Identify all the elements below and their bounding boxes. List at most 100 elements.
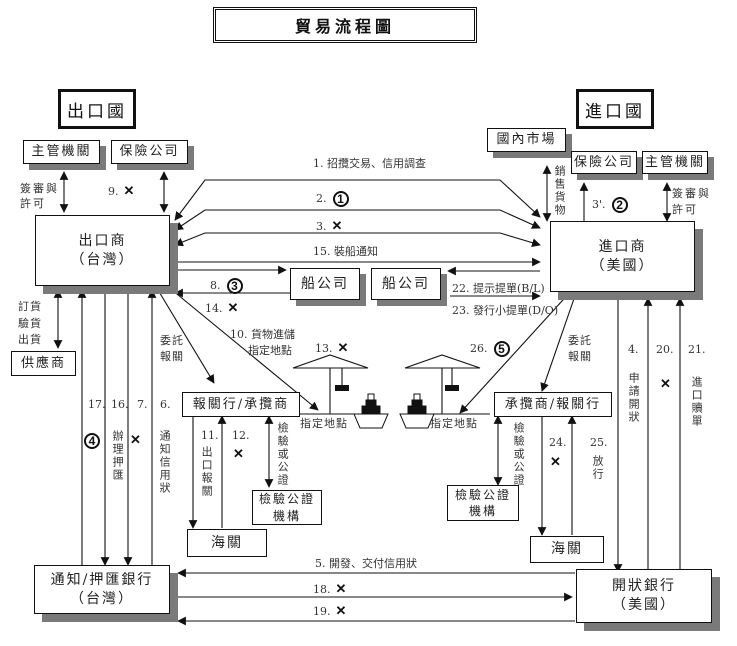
cross-icon: ✕ [660, 376, 671, 391]
arrow-step-26 [459, 289, 573, 414]
step-4-text: 申請開狀 [627, 372, 641, 424]
step-10-label: 10. 貨物進儲指定地點 [230, 328, 295, 357]
cross-icon: ✕ [331, 218, 343, 233]
exporter-location: （台灣） [70, 251, 135, 268]
step-4-label: 4. [628, 343, 639, 356]
step-18-label: 18.✕ [313, 581, 347, 596]
step-3-label: 3.✕ [316, 218, 343, 233]
circled-2-icon: 2 [611, 197, 628, 213]
exp-designated-place-label: 指定地點 [300, 417, 348, 430]
step-25-label: 25. [590, 436, 608, 449]
step-11-label: 11. [201, 429, 219, 442]
exporter-name: 出口商 [78, 232, 127, 249]
arrow-step-3 [174, 232, 541, 247]
cross-icon: ✕ [130, 432, 141, 447]
step-16-label: 16. [111, 398, 129, 411]
circled-5-icon: 5 [493, 341, 510, 357]
exporting-country-label: 出口國 [58, 89, 136, 129]
step-5-label: 5. 開發、交付信用狀 [315, 557, 417, 570]
exp-insurance-box: 保險公司 [111, 140, 188, 164]
advising-bank-location: （台灣） [70, 590, 134, 607]
imp-entrust-label: 委託報關 [568, 334, 592, 363]
step-21-text: 進口贖單 [690, 376, 704, 428]
step-22-label: 22. 提示提單(B/L) [452, 282, 545, 295]
step-13-label: 13.✕ [315, 340, 349, 355]
exp-entrust-label: 委託報關 [160, 334, 184, 363]
cross-icon: ✕ [337, 340, 349, 355]
imp-shipping-company-box: 船公司 [371, 268, 441, 300]
step-8-label: 8.3 [210, 278, 243, 294]
exp-approval-label: 簽審與許可 [20, 182, 59, 211]
issuing-bank-name: 開狀銀行 [612, 578, 676, 595]
page-title: 貿易流程圖 [213, 7, 477, 43]
exp-broker-box: 報關行/承攬商 [182, 392, 300, 417]
imp-broker-box: 承攬商/報關行 [494, 392, 612, 417]
step-1-label: 1. 招攬交易、信用調查 [313, 157, 426, 170]
cross-icon: ✕ [123, 183, 135, 198]
cross-icon: ✕ [227, 300, 239, 315]
exp-inspection-label: 檢驗或公證 [276, 422, 290, 487]
step-6-label: 6. [160, 398, 171, 411]
step-21-label: 21. [688, 343, 706, 356]
step-9-label: 9.✕ [108, 183, 135, 198]
exp-inspection-box: 檢驗公證機構 [252, 490, 322, 525]
ship-right [399, 393, 435, 429]
imp-inspection-label: 檢驗或公證 [512, 422, 526, 487]
cross-icon: ✕ [233, 446, 244, 461]
step-7-label: 7. [137, 398, 148, 411]
step-6-text: 通知信用狀 [158, 430, 172, 495]
step-12-label: 12. [232, 429, 250, 442]
export-declaration-label: 出口報關 [200, 446, 214, 498]
arrow-entrust-exp [157, 289, 215, 384]
crane-left [292, 354, 369, 369]
imp-insurance-box: 保險公司 [571, 151, 637, 174]
supplier-box: 供應商 [11, 351, 76, 376]
cross-icon: ✕ [335, 581, 347, 596]
step-3p-label: 3'.2 [592, 197, 628, 213]
cross-icon: ✕ [550, 454, 561, 469]
issuing-bank-box: 開狀銀行 （美國） [576, 569, 712, 623]
sell-goods-label: 銷售貨物 [553, 165, 567, 217]
importer-location: （美國） [590, 257, 655, 274]
release-label: 放行 [591, 455, 605, 481]
step-14-label: 14.✕ [205, 300, 239, 315]
step-26-label: 26.5 [470, 341, 510, 357]
importer-box: 進口商 （美國） [550, 221, 695, 292]
arrow-step-2 [174, 209, 541, 231]
exp-shipping-company-box: 船公司 [290, 268, 360, 300]
imp-approval-label: 簽審與許可 [672, 187, 711, 216]
imp-customs-box: 海關 [530, 536, 604, 563]
exp-authority-box: 主管機關 [23, 140, 100, 164]
cross-icon: ✕ [335, 603, 347, 618]
arrow-step-10 [171, 289, 319, 411]
exp-customs-box: 海關 [187, 529, 267, 557]
circled-4-icon: 4 [84, 433, 100, 449]
step-23-label: 23. 發行小提單(D/O) [452, 304, 559, 317]
crane-weight-left [335, 385, 349, 391]
imp-authority-box: 主管機關 [642, 151, 708, 174]
step-2-label: 2.1 [316, 191, 349, 207]
step-17-label: 17. [88, 398, 106, 411]
step-19-label: 19.✕ [313, 603, 347, 618]
advising-bank-box: 通知/押匯銀行 （台灣） [34, 565, 170, 614]
circled-3-icon: 3 [226, 278, 243, 294]
step-24-label: 24. [549, 436, 567, 449]
advising-bank-name: 通知/押匯銀行 [50, 571, 154, 588]
imp-inspection-box: 檢驗公證機構 [447, 485, 519, 521]
arrow-entrust-imp [540, 289, 578, 392]
domestic-market-box: 國內市場 [487, 128, 566, 152]
imp-designated-place-label: 指定地點 [430, 417, 478, 430]
importer-name: 進口商 [598, 238, 647, 255]
step-20-label: 20. [656, 343, 674, 356]
crane-right [404, 354, 481, 369]
circled-1-icon: 1 [332, 191, 349, 207]
step-15-label: 15. 裝船通知 [313, 245, 378, 258]
issuing-bank-location: （美國） [612, 597, 676, 613]
exporter-box: 出口商 （台灣） [35, 215, 170, 286]
supplier-flow-label: 訂貨驗貨出貨 [18, 300, 42, 346]
arrow-step-1 [174, 179, 541, 221]
importing-country-label: 進口國 [576, 89, 654, 129]
ship-left [353, 393, 389, 429]
